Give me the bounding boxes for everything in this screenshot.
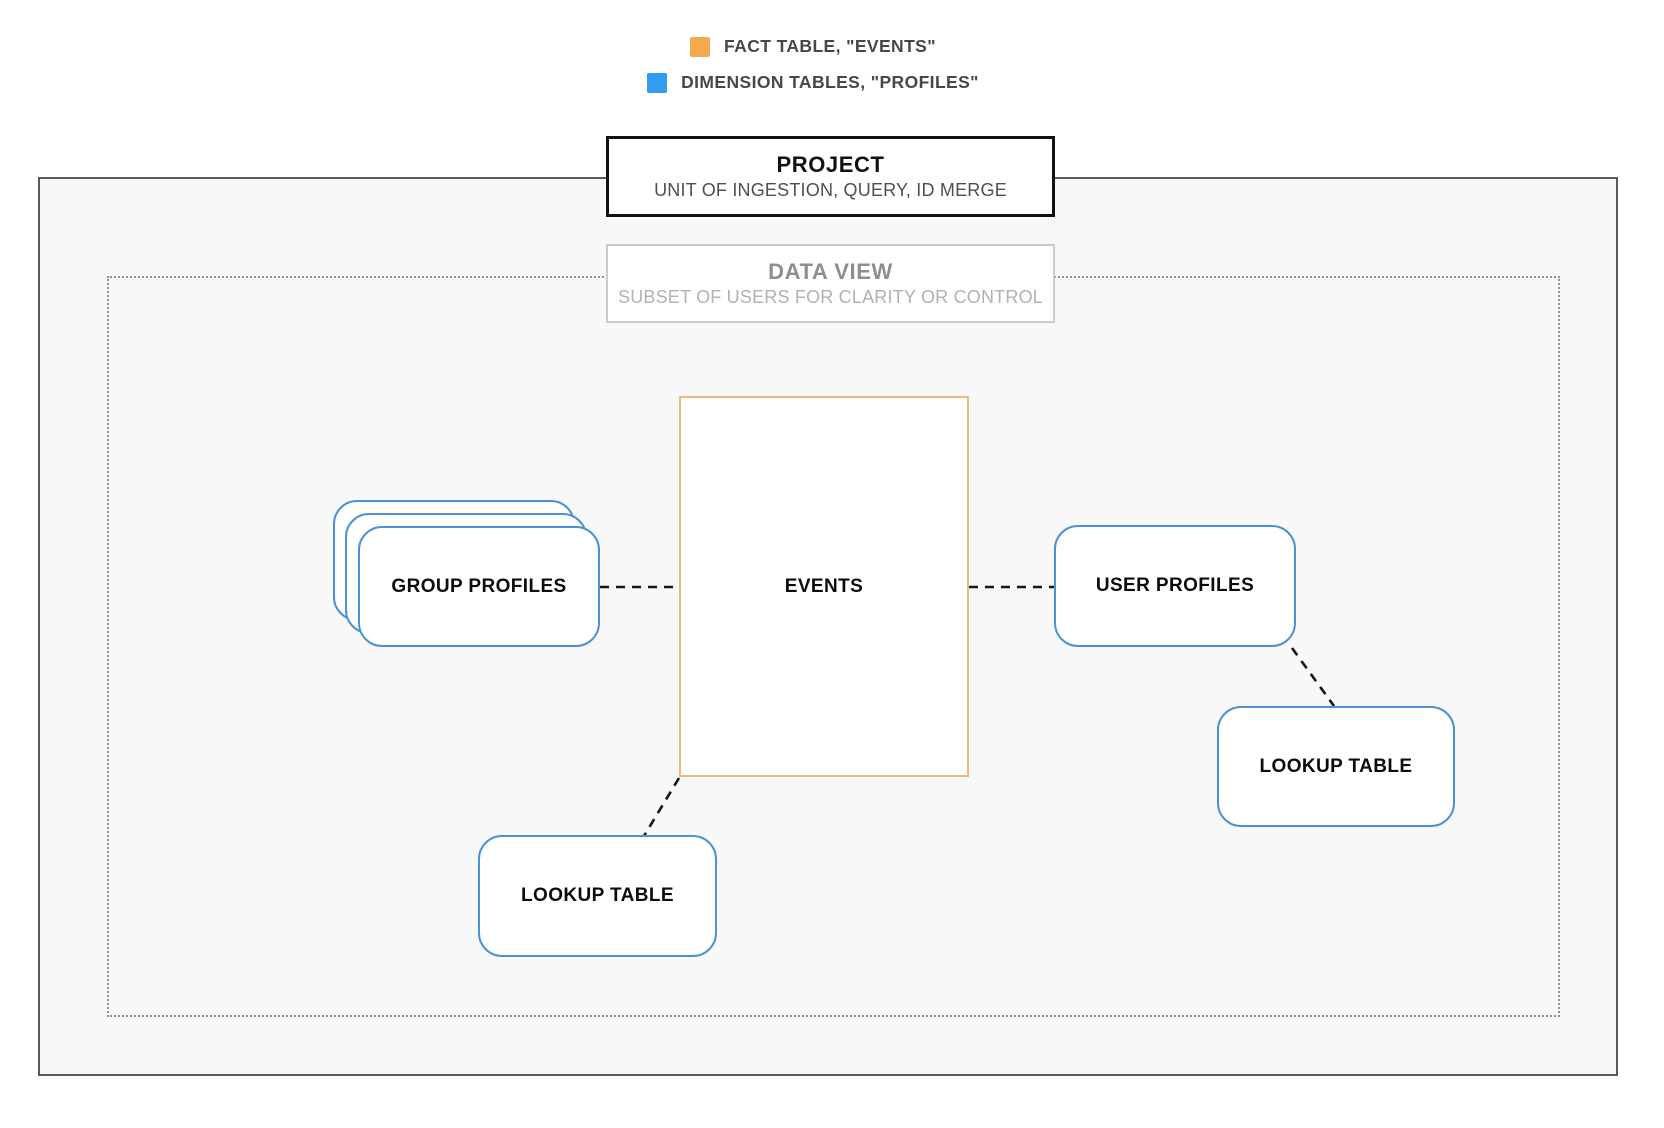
lookup-table-right-node-label: LOOKUP TABLE bbox=[1259, 755, 1413, 777]
legend-item-label: DIMENSION TABLES, "PROFILES" bbox=[681, 72, 979, 92]
project-title: PROJECT bbox=[776, 152, 885, 177]
lookup-table-left-node-label: LOOKUP TABLE bbox=[521, 885, 674, 906]
user-profiles-node: USER PROFILES bbox=[1054, 525, 1296, 647]
user-profiles-node-label: USER PROFILES bbox=[1095, 575, 1255, 596]
fact-table-swatch-icon bbox=[690, 36, 711, 57]
group-profiles-node-label: GROUP PROFILES bbox=[391, 575, 567, 597]
legend-item-dimension-tables: DIMENSION TABLES, "PROFILES" bbox=[647, 72, 979, 93]
dimension-tables-swatch-icon bbox=[647, 72, 668, 93]
events-node: EVENTS bbox=[679, 396, 969, 777]
legend: FACT TABLE, "EVENTS" DIMENSION TABLES, "… bbox=[0, 36, 1645, 93]
events-node-label: EVENTS bbox=[784, 575, 864, 597]
project-subtitle: UNIT OF INGESTION, QUERY, ID MERGE bbox=[654, 180, 1007, 200]
data-view-subtitle: SUBSET OF USERS FOR CLARITY OR CONTROL bbox=[617, 287, 1043, 307]
project-label-box: PROJECT UNIT OF INGESTION, QUERY, ID MER… bbox=[606, 136, 1055, 217]
data-view-label-box: DATA VIEW SUBSET OF USERS FOR CLARITY OR… bbox=[606, 244, 1055, 323]
lookup-table-right-node: LOOKUP TABLE bbox=[1217, 706, 1455, 827]
legend-item-label: FACT TABLE, "EVENTS" bbox=[724, 36, 936, 56]
legend-item-fact-table: FACT TABLE, "EVENTS" bbox=[690, 36, 936, 57]
group-profiles-node: GROUP PROFILES bbox=[358, 526, 600, 647]
data-view-title: DATA VIEW bbox=[768, 259, 893, 284]
lookup-table-left-node: LOOKUP TABLE bbox=[478, 835, 717, 957]
